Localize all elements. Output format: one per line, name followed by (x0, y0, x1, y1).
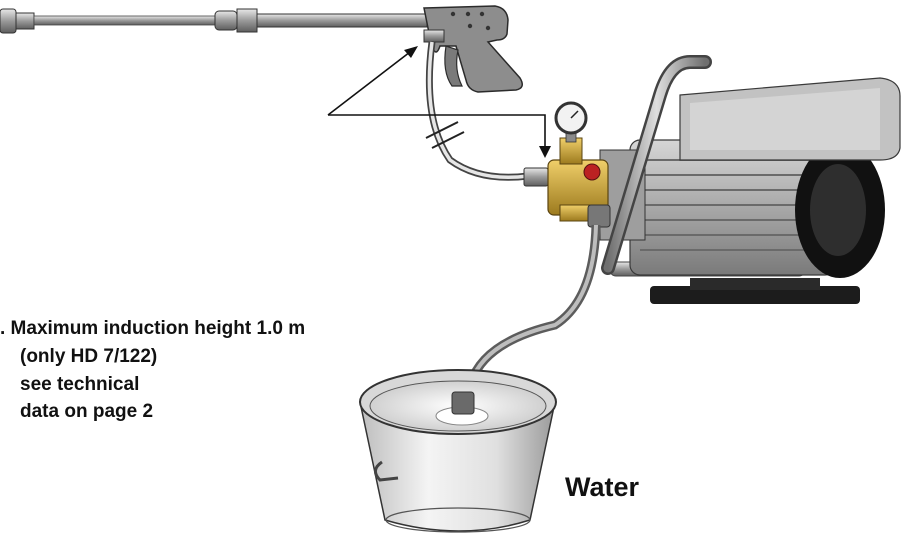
page-reference-note: data on page 2 (20, 401, 154, 422)
induction-height-note: . Maximum induction height 1.0 m (0, 318, 306, 339)
spray-gun-icon (423, 5, 523, 93)
callout-arrow-icon (327, 46, 551, 158)
bucket-icon (359, 369, 557, 533)
pressure-washer-icon (547, 55, 901, 304)
water-label: Water (565, 472, 640, 502)
technical-note: see technical (20, 374, 140, 395)
pressure-gauge-icon (554, 101, 588, 143)
spray-lance-icon (0, 8, 428, 34)
model-note: (only HD 7/122) (20, 346, 158, 367)
hose-icon (425, 41, 549, 187)
